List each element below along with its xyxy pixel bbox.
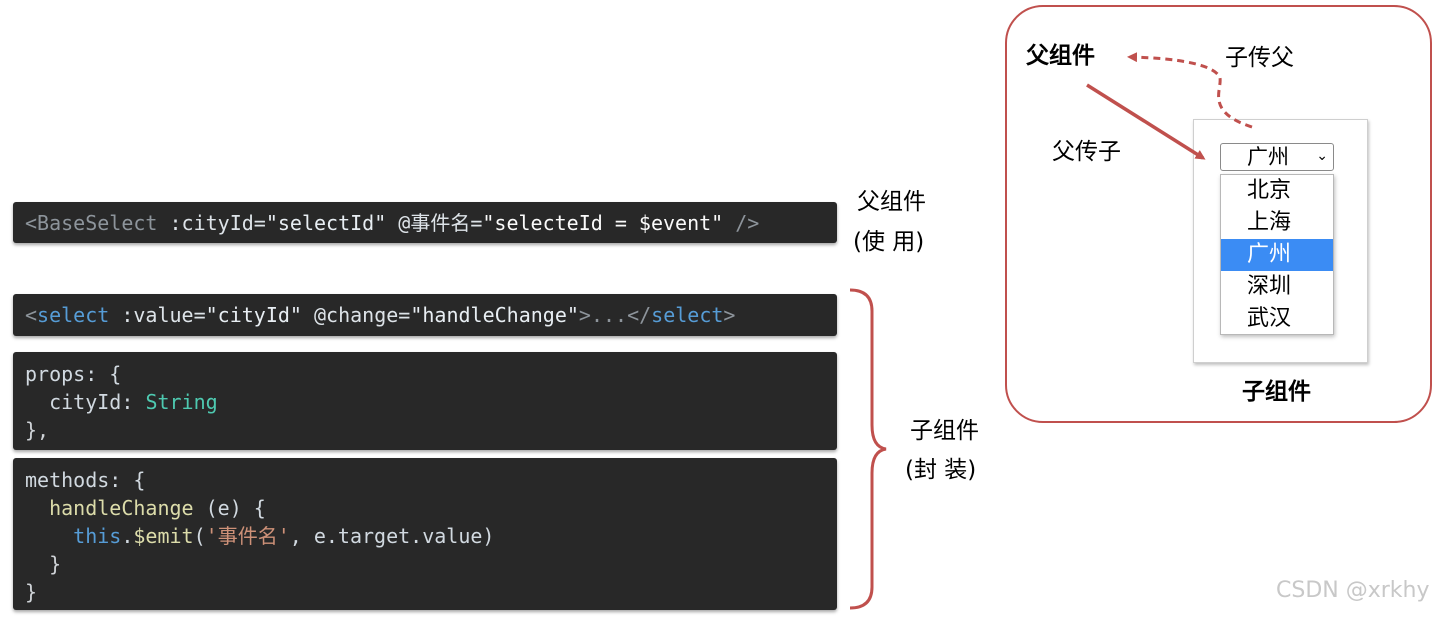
dropdown-option[interactable]: 深圳	[1247, 274, 1292, 299]
dropdown-option[interactable]: 北京	[1247, 178, 1292, 203]
parent-to-child-arrow	[1086, 83, 1206, 160]
code-token: <	[25, 303, 38, 327]
code-token: : {	[85, 362, 122, 386]
code-token: this	[73, 524, 122, 548]
code-token: select	[651, 303, 724, 327]
code-token: "handleChange"	[410, 303, 579, 327]
code-token: />	[735, 211, 760, 235]
code-token: select	[37, 303, 110, 327]
watermark: CSDN @xrkhy	[1276, 578, 1430, 603]
parent-usage-sublabel: (使 用)	[853, 229, 925, 255]
code-line: cityId: String	[25, 388, 825, 416]
code-line: methods: {	[25, 466, 825, 494]
code-line: handleChange (e) {	[25, 494, 825, 522]
city-select[interactable]: 广州 ⌄	[1220, 143, 1334, 171]
code-token: "selecteId = $event"	[482, 211, 724, 235]
code-token: }	[49, 552, 62, 576]
parent-usage-code: <BaseSelect :cityId="selectId" @事件名="sel…	[13, 202, 837, 243]
child-methods-code: methods: { handleChange (e) { this.$emit…	[13, 458, 837, 610]
city-select-value: 广州	[1247, 145, 1289, 169]
code-token: :value=	[121, 303, 206, 327]
code-line: <BaseSelect :cityId="selectId" @事件名="sel…	[25, 209, 825, 237]
code-line: },	[25, 418, 50, 442]
child-template-code: <select :value="cityId" @change="handleC…	[13, 294, 837, 336]
code-token: $emit	[133, 524, 194, 548]
code-token: :	[121, 390, 146, 414]
child-component-label: 子组件	[910, 418, 979, 444]
child-to-parent-label: 子传父	[1225, 45, 1294, 71]
parent-to-child-label: 父传子	[1052, 139, 1121, 165]
dropdown-option[interactable]: 武汉	[1247, 306, 1292, 331]
code-line: }	[25, 580, 38, 604]
code-token: cityId	[49, 390, 122, 414]
code-token: (e) {	[193, 496, 266, 520]
code-token: , e.target.value)	[289, 524, 495, 548]
code-line: }	[25, 550, 825, 578]
code-token: "selectId"	[265, 211, 387, 235]
code-token: methods	[25, 468, 110, 492]
code-token: handleChange	[49, 496, 194, 520]
code-token: : {	[109, 468, 146, 492]
code-token: "cityId"	[205, 303, 302, 327]
child-component-sublabel: (封 装)	[905, 457, 977, 483]
child-component-title: 子组件	[1242, 379, 1311, 405]
code-token: @change=	[314, 303, 411, 327]
code-line: this.$emit('事件名', e.target.value)	[25, 522, 825, 550]
dropdown-option[interactable]: 上海	[1247, 210, 1292, 235]
code-token: (	[193, 524, 206, 548]
component-diagram-panel	[1005, 5, 1432, 423]
child-code-bracket	[849, 288, 887, 610]
code-token: >...</	[578, 303, 652, 327]
code-token: >	[723, 303, 736, 327]
child-to-parent-arrow	[1127, 52, 1253, 129]
parent-component-title: 父组件	[1026, 43, 1095, 69]
code-token: <BaseSelect	[25, 211, 158, 235]
code-token: :cityId=	[169, 211, 266, 235]
code-token: String	[145, 390, 218, 414]
parent-usage-label: 父组件	[857, 189, 926, 215]
code-line: <select :value="cityId" @change="handleC…	[25, 301, 825, 329]
code-line: props: {	[25, 360, 825, 388]
dropdown-option-selected[interactable]: 广州	[1221, 239, 1333, 271]
code-token: @事件名=	[398, 211, 483, 235]
chevron-down-icon: ⌄	[1316, 148, 1328, 164]
child-props-code: props: { cityId: String },	[13, 352, 837, 450]
code-token: .	[121, 524, 134, 548]
city-dropdown-list: 北京 上海 广州 深圳 武汉	[1220, 174, 1334, 335]
code-token: props	[25, 362, 86, 386]
code-token: '事件名'	[205, 524, 290, 548]
